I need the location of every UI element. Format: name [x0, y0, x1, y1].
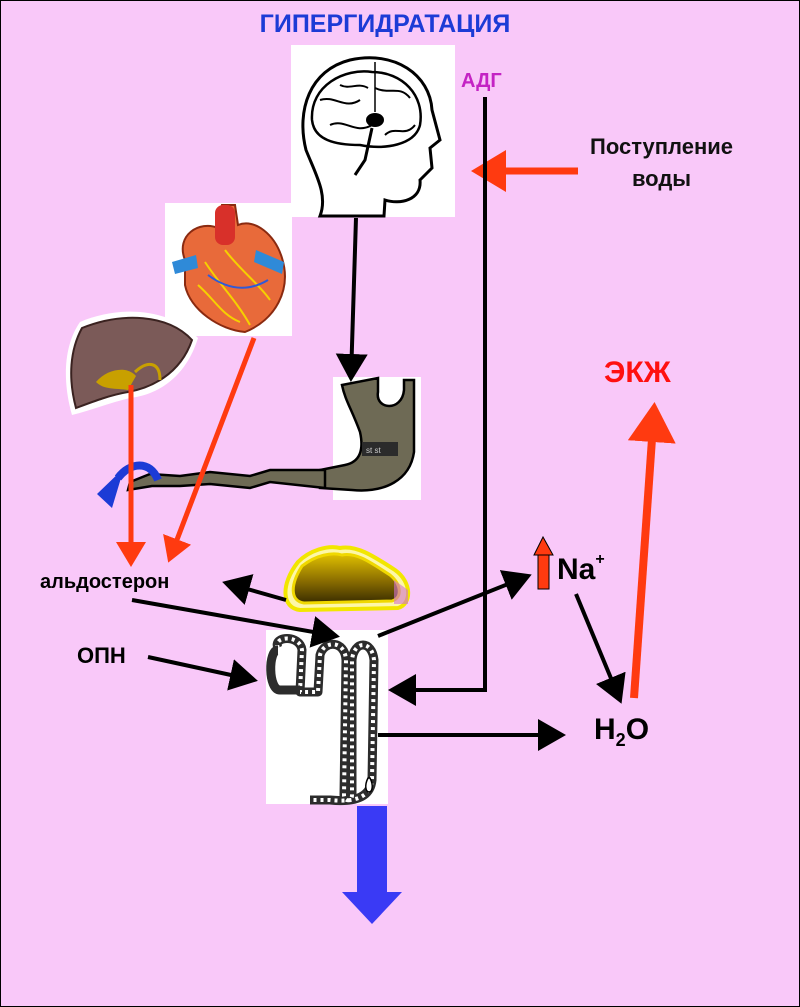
- liver-icon: [65, 311, 198, 415]
- heart-icon: [165, 203, 292, 336]
- label-aldosterone: альдостерон: [40, 571, 170, 593]
- stomach-intestine-icon: st st: [126, 376, 421, 500]
- label-water-intake: Поступление воды: [590, 131, 733, 195]
- black-arrows: [131, 97, 626, 751]
- brain-head-icon: [291, 45, 455, 218]
- label-water: H2O: [594, 713, 649, 751]
- water-o: O: [625, 713, 650, 746]
- blue-curved-arrow: [97, 461, 162, 508]
- water-h: H: [594, 713, 616, 746]
- label-water-intake-line1: Поступление: [590, 134, 734, 159]
- nephron-icon: [266, 630, 388, 806]
- red-arrows: [116, 150, 676, 699]
- na-increase-arrow: [533, 535, 554, 590]
- water-subscript: 2: [615, 730, 626, 750]
- sodium-symbol: Na: [557, 553, 596, 586]
- urine-output-arrow: [342, 806, 402, 924]
- label-opn: ОПН: [77, 643, 126, 668]
- label-sodium: Na+: [557, 551, 605, 587]
- label-ekzh: ЭКЖ: [604, 356, 671, 389]
- diagram-title: ГИПЕРГИДРАТАЦИЯ: [259, 10, 511, 38]
- adrenal-gland-icon: [283, 545, 411, 613]
- label-adg: АДГ: [461, 70, 502, 92]
- label-water-intake-line2: воды: [631, 165, 692, 191]
- svg-text:st st: st st: [366, 446, 381, 455]
- sodium-charge: +: [595, 551, 605, 568]
